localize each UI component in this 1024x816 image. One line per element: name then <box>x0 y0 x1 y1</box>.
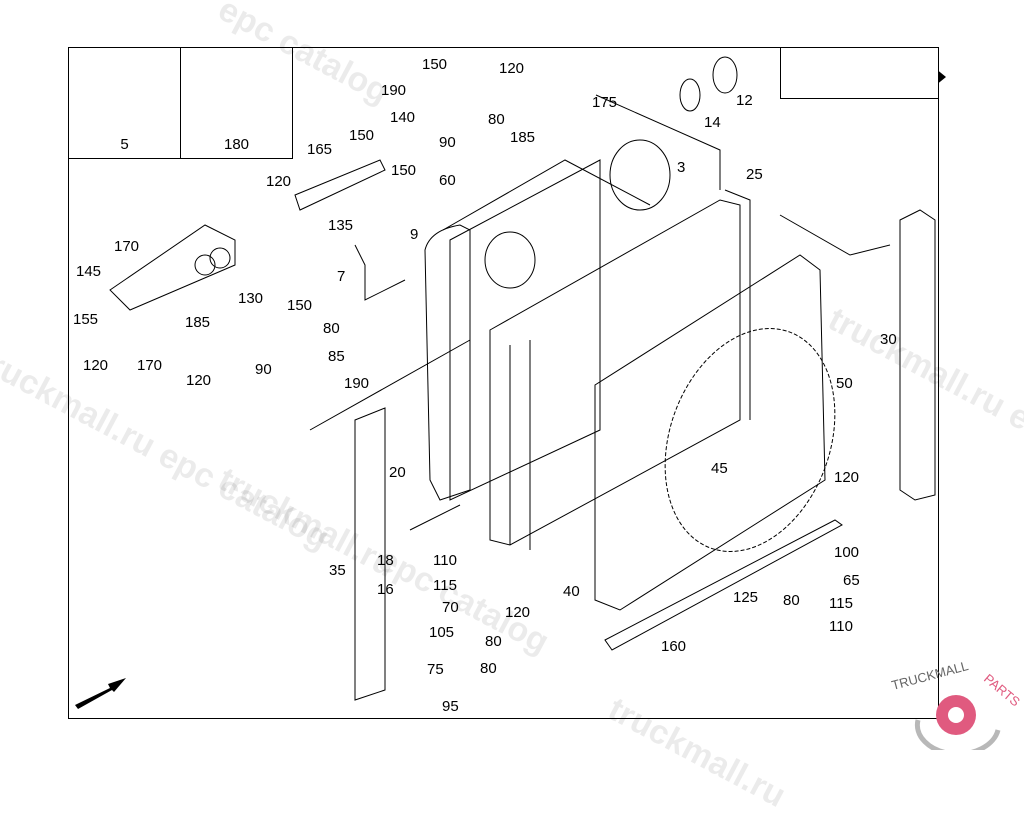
radiator-inlet-pipe <box>484 231 536 289</box>
callout-label-85[interactable]: 85 <box>328 348 345 365</box>
callout-label-70[interactable]: 70 <box>442 599 459 616</box>
callout-label-80[interactable]: 80 <box>485 633 502 650</box>
callout-label-120[interactable]: 120 <box>83 357 109 374</box>
callout-label-135[interactable]: 135 <box>328 217 354 234</box>
callout-label-18[interactable]: 18 <box>377 552 394 569</box>
callout-label-150[interactable]: 150 <box>391 162 417 179</box>
side-bracket-35 <box>354 407 386 701</box>
hose-clamp-14 <box>679 78 701 112</box>
callout-label-65[interactable]: 65 <box>843 572 860 589</box>
callout-label-9[interactable]: 9 <box>410 226 419 243</box>
callout-label-150[interactable]: 150 <box>422 56 448 73</box>
truckmallparts-logo: TRUCKMALL PARTS <box>890 660 1023 750</box>
side-bracket-30 <box>899 209 936 501</box>
callout-label-3[interactable]: 3 <box>677 159 686 176</box>
fan-shroud <box>594 254 826 611</box>
callout-label-120[interactable]: 120 <box>266 173 292 190</box>
callout-label-120[interactable]: 120 <box>834 469 860 486</box>
callout-label-115[interactable]: 115 <box>829 595 853 612</box>
intercooler-core <box>489 199 741 546</box>
callout-label-155[interactable]: 155 <box>73 311 99 328</box>
bar-135 <box>294 159 386 211</box>
callout-label-50[interactable]: 50 <box>836 375 853 392</box>
callout-label-115[interactable]: 115 <box>433 577 457 594</box>
callout-label-120[interactable]: 120 <box>499 60 525 77</box>
thumbnail-part-5[interactable]: 5 <box>68 47 181 159</box>
callout-label-125[interactable]: 125 <box>733 589 759 606</box>
bottom-strip-125 <box>604 519 843 651</box>
callout-label-90[interactable]: 90 <box>255 361 272 378</box>
leader-line <box>409 504 461 531</box>
thumbnail-label: 180 <box>223 136 250 153</box>
hose-clamp-12 <box>712 56 738 94</box>
callout-label-95[interactable]: 95 <box>442 698 459 715</box>
callout-label-190[interactable]: 190 <box>344 375 370 392</box>
callout-label-7[interactable]: 7 <box>337 268 346 285</box>
callout-label-175[interactable]: 175 <box>592 94 618 111</box>
callout-label-16[interactable]: 16 <box>377 581 394 598</box>
callout-label-160[interactable]: 160 <box>661 638 687 655</box>
callout-label-150[interactable]: 150 <box>349 127 375 144</box>
callout-label-40[interactable]: 40 <box>563 583 580 600</box>
callout-label-150[interactable]: 150 <box>287 297 313 314</box>
svg-text:PARTS: PARTS <box>981 671 1023 710</box>
pipe-3 <box>609 139 671 211</box>
arrow-up-right-icon <box>75 678 126 709</box>
callout-label-110[interactable]: 110 <box>433 552 457 569</box>
leader-line <box>779 214 891 256</box>
callout-label-20[interactable]: 20 <box>389 464 406 481</box>
callout-label-105[interactable]: 105 <box>429 624 455 641</box>
callout-label-35[interactable]: 35 <box>329 562 346 579</box>
callout-label-14[interactable]: 14 <box>704 114 721 131</box>
callout-label-12[interactable]: 12 <box>736 92 753 109</box>
callout-label-120[interactable]: 120 <box>186 372 212 389</box>
callout-label-60[interactable]: 60 <box>439 172 456 189</box>
callout-label-25[interactable]: 25 <box>746 166 763 183</box>
callout-label-130[interactable]: 130 <box>238 290 264 307</box>
callout-label-80[interactable]: 80 <box>480 660 497 677</box>
callout-label-110[interactable]: 110 <box>829 618 853 635</box>
callout-label-80[interactable]: 80 <box>488 111 505 128</box>
callout-label-170[interactable]: 170 <box>137 357 163 374</box>
callout-label-80[interactable]: 80 <box>783 592 800 609</box>
callout-label-120[interactable]: 120 <box>505 604 531 621</box>
logo-text: TRUCKMALL <box>890 660 970 693</box>
thumbnail-part-180[interactable]: 180 <box>180 47 293 159</box>
callout-label-90[interactable]: 90 <box>439 134 456 151</box>
callout-label-80[interactable]: 80 <box>323 320 340 337</box>
callout-label-165[interactable]: 165 <box>307 141 333 158</box>
callout-label-145[interactable]: 145 <box>76 263 102 280</box>
leader-line <box>442 159 651 231</box>
intercooler-side-tank <box>724 189 751 420</box>
radiator-core-left <box>449 159 601 501</box>
callout-label-75[interactable]: 75 <box>427 661 444 678</box>
direction-indicator <box>780 47 939 99</box>
fan-ring <box>664 328 836 552</box>
leader-line <box>354 244 406 301</box>
callout-label-190[interactable]: 190 <box>381 82 407 99</box>
callout-label-170[interactable]: 170 <box>114 238 140 255</box>
bracket-145 <box>109 224 236 311</box>
callout-label-45[interactable]: 45 <box>711 460 728 477</box>
callout-label-185[interactable]: 185 <box>185 314 211 331</box>
thumbnail-label: 5 <box>120 136 129 153</box>
leader-line <box>309 339 471 431</box>
callout-label-30[interactable]: 30 <box>880 331 897 348</box>
callout-label-100[interactable]: 100 <box>834 544 860 561</box>
diagram-frame <box>68 47 939 719</box>
radiator-tank <box>424 224 471 501</box>
leader-line <box>595 94 721 190</box>
callout-label-140[interactable]: 140 <box>390 109 416 126</box>
callout-label-185[interactable]: 185 <box>510 129 536 146</box>
